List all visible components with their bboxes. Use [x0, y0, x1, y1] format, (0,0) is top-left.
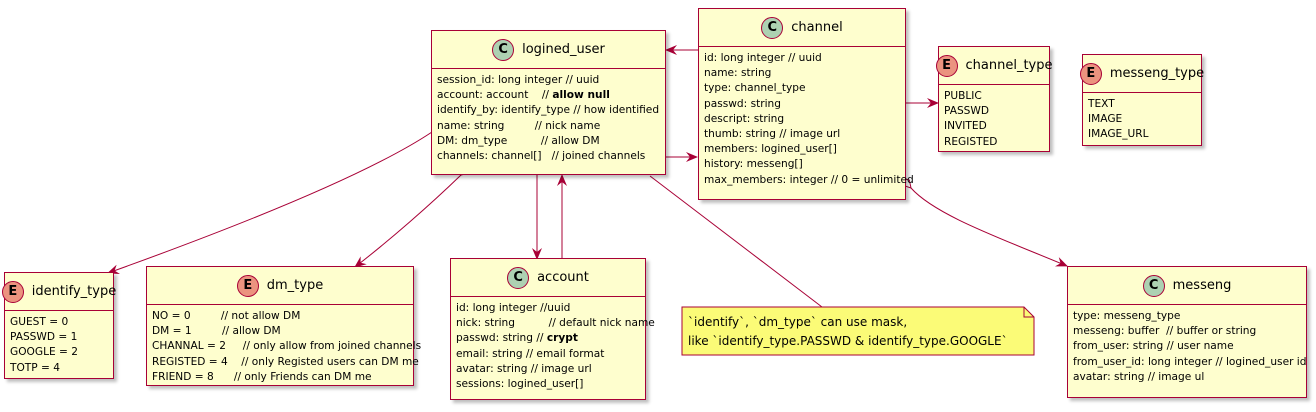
attribute: sessions: logined_user[] [456, 378, 584, 391]
attribute: DM: dm_type // allow DM [437, 134, 600, 147]
class-icon: C [507, 266, 530, 289]
class-header: E channel_type [935, 47, 1053, 85]
enum-value: CHANNAL = 2 // only allow from joined ch… [152, 340, 422, 353]
class-header: C account [451, 259, 645, 297]
enum-icon: E [1079, 62, 1102, 85]
class-logined-user: C logined_user session_id: long integer … [431, 30, 666, 175]
class-header: E identify_type [1, 273, 117, 311]
attribute: id: long integer // uuid [704, 52, 822, 64]
attribute: max_members: integer // 0 = unlimited [704, 173, 914, 186]
attribute: nick: string // default nick name [456, 317, 655, 330]
class-name: messeng [1172, 278, 1232, 293]
enum-value: IMAGE_URL [1088, 128, 1149, 141]
attribute: email: string // email format [456, 347, 605, 360]
note-line: like `identify_type.PASSWD & identify_ty… [688, 334, 1008, 348]
attribute: thumb: string // image url [704, 128, 841, 141]
attribute: identify_by: identify_type // how identi… [437, 104, 660, 117]
enum-icon: E [1, 280, 24, 303]
class-messeng: C messeng type: messeng_type messeng: bu… [1067, 266, 1307, 398]
edge-channel-aggregates-messeng [901, 176, 1068, 267]
class-name: messeng_type [1109, 66, 1205, 81]
attribute: name: string [704, 67, 772, 80]
class-name: channel [791, 20, 843, 35]
class-header: C channel [699, 9, 905, 47]
attribute: id: long integer //uuid [456, 302, 571, 314]
enum-messeng-type: E messeng_type TEXT IMAGE IMAGE_URL [1079, 54, 1205, 146]
enum-dm-type: E dm_type NO = 0 // not allow DM DM = 1 … [146, 266, 422, 386]
enum-value: PUBLIC [944, 90, 982, 102]
note-connector [649, 175, 823, 308]
edge-logined-user-composes-dm-type [354, 164, 472, 268]
class-name: dm_type [266, 278, 324, 293]
enum-value: REGISTED [944, 135, 998, 148]
class-header: E messeng_type [1079, 55, 1205, 93]
attribute: account: account // allow null [437, 89, 610, 102]
class-channel: C channel id: long integer // uuid name:… [698, 8, 914, 200]
enum-identify-type: E identify_type GUEST = 0 PASSWD = 1 GOO… [1, 272, 117, 379]
diagram-note: `identify`, `dm_type` can use mask, like… [682, 307, 1034, 355]
enum-channel-type: E channel_type PUBLIC PASSWD INVITED REG… [935, 46, 1053, 152]
class-header: C messeng [1068, 267, 1306, 305]
attribute: avatar: string // image ul [1073, 370, 1205, 383]
attribute: history: messeng[] [704, 158, 803, 171]
enum-value: TEXT [1088, 98, 1115, 110]
enum-value: INVITED [944, 120, 987, 133]
enum-icon: E [935, 54, 958, 77]
class-icon: C [492, 38, 515, 61]
enum-value: GUEST = 0 [10, 316, 69, 328]
attribute: name: string // nick name [437, 119, 601, 132]
attribute: session_id: long integer // uuid [437, 74, 600, 86]
class-header: E dm_type [147, 267, 413, 305]
attribute: type: messeng_type [1073, 310, 1181, 322]
enum-value: PASSWD = 1 [10, 331, 78, 344]
class-name: account [537, 270, 589, 285]
class-account: C account id: long integer //uuid nick: … [450, 258, 655, 400]
enum-value: PASSWD [944, 105, 990, 118]
attribute: channels: channel[] // joined channels [437, 150, 646, 163]
enum-value: REGISTED = 4 // only Registed users can … [152, 355, 419, 368]
attribute: avatar: string // image url [456, 362, 592, 375]
enum-value: DM = 1 // allow DM [152, 325, 281, 338]
class-icon: C [1142, 274, 1165, 297]
enum-value: GOOGLE = 2 [10, 346, 79, 359]
note-line: `identify`, `dm_type` can use mask, [688, 315, 908, 329]
attribute: from_user: string // user name [1073, 340, 1234, 353]
enum-value: TOTP = 4 [10, 361, 61, 374]
attribute: passwd: string // crypt [456, 332, 578, 345]
attribute: type: channel_type [704, 82, 806, 95]
class-icon: C [761, 16, 784, 39]
attribute: descript: string [704, 112, 785, 125]
attribute: messeng: buffer // buffer or string [1073, 325, 1257, 338]
enum-icon: E [236, 274, 259, 297]
class-name: logined_user [522, 42, 605, 57]
class-name: channel_type [965, 58, 1053, 73]
edge-logined-user-composes-identify-type [107, 123, 445, 274]
enum-value: IMAGE [1088, 113, 1123, 126]
note-shape [681, 306, 1035, 356]
enum-value: NO = 0 // not allow DM [152, 310, 301, 322]
attribute: members: logined_user[] [704, 143, 837, 156]
attribute: from_user_id: long integer // logined_us… [1073, 355, 1307, 368]
class-name: identify_type [31, 284, 117, 299]
class-header: C logined_user [432, 31, 665, 69]
enum-value: FRIEND = 8 // only Friends can DM me [152, 370, 372, 383]
attribute: passwd: string [704, 97, 781, 110]
